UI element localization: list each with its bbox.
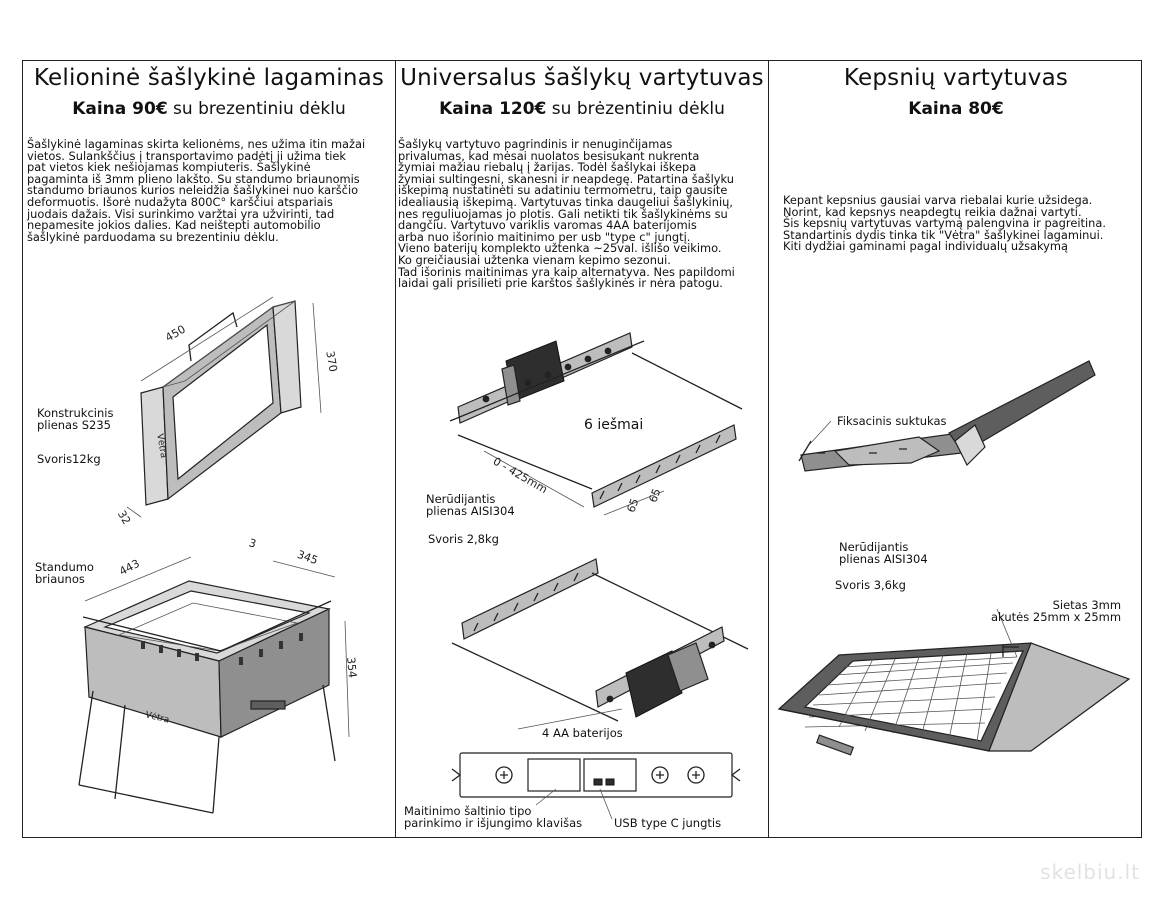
column-steak-turner: Kepsnių vartytuvas Kaina 80€ Kepant keps… [769,61,1143,837]
product-price: Kaina 90€ su brezentiniu dėklu [23,99,395,119]
product-description: Šašlykinė lagaminas skirta kelionėms, ne… [27,137,366,244]
product-price: Kaina 120€ su brėzentiniu dėklu [396,99,768,119]
weight-label: Svoris 2,8kg [428,532,499,546]
switch-label: Maitinimo šaltinio tipo parinkimo ir išj… [404,804,583,830]
price-value: Kaina 120€ [439,99,547,119]
folded-grill-drawing [78,296,350,814]
batteries-label: 4 AA baterijos [542,726,623,740]
column-skewer-rotator: Universalus šašlykų vartytuvas Kaina 120… [396,61,768,837]
price-value: Kaina 90€ [72,99,168,119]
skewer-rotator-drawing [449,332,749,820]
product-description: Kepant kepsnius gausiai varva riebalai k… [783,193,1106,254]
price-note: su brezentiniu dėklu [167,99,346,119]
column-divider [395,61,396,837]
weight-label: Svoris 3,6kg [835,578,906,592]
skewers-label: 6 iešmai [584,417,644,433]
product-title: Universalus šašlykų vartytuvas [400,65,764,91]
fixing-label: Fiksacinis suktukas [837,414,947,428]
product-title: Kepsnių vartytuvas [843,65,1069,91]
material-label: Nerūdijantis plienas AISI304 [426,492,515,518]
price-note: su brėzentiniu dėklu [546,99,725,119]
product-description: Šašlykų vartytuvo pagrindinis ir nenugin… [398,137,735,291]
usb-label: USB type C jungtis [614,816,722,830]
weight-label: Svoris12kg [37,452,101,466]
rib-label: Standumo briaunos [35,560,94,586]
product-price: Kaina 80€ [769,99,1143,119]
grid-label: Sietas 3mm akutės 25mm x 25mm [991,598,1122,624]
dimension-leg-height: 354 [344,656,359,679]
column-grill-suitcase: Kelioninė šašlykinė lagaminas Kaina 90€ … [23,61,395,837]
steak-turner-drawing [777,360,1131,756]
price-value: Kaina 80€ [908,99,1004,119]
material-label: Konstrukcinis plienas S235 [37,406,114,432]
material-label: Nerūdijantis plienas AISI304 [839,540,928,566]
product-title: Kelioninė šašlykinė lagaminas [33,65,385,91]
product-sheet: Kelioninė šašlykinė lagaminas Kaina 90€ … [22,60,1142,838]
column-divider [768,61,769,837]
watermark: skelbiu.lt [1040,860,1140,884]
